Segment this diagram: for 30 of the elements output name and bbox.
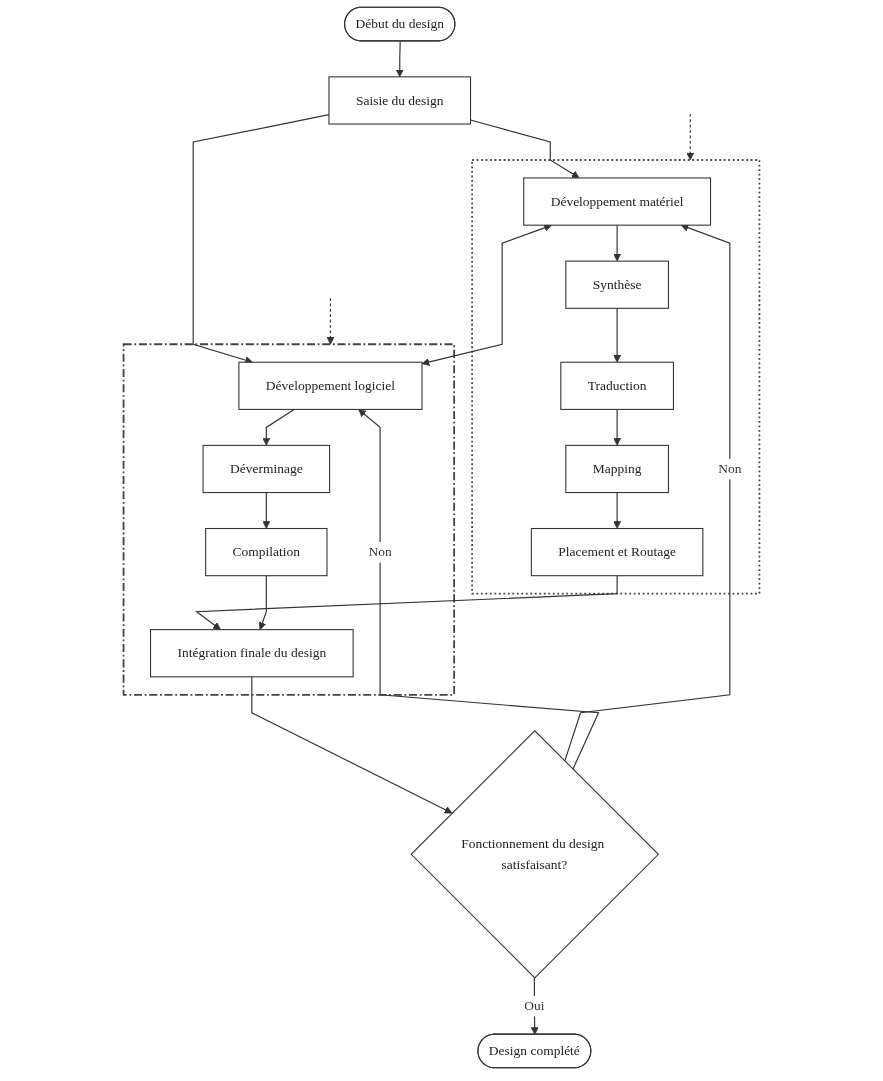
node-box: Synthèse — [565, 260, 669, 309]
arrow — [613, 491, 622, 529]
arrow — [326, 297, 335, 345]
node-diamond: Fonctionnement du design satisfaisant? — [410, 730, 660, 979]
node-box: Placement et Routage — [530, 527, 704, 577]
arrow — [613, 224, 622, 262]
cluster — [471, 159, 761, 595]
arrow — [251, 676, 453, 814]
edge-label: Non — [368, 544, 392, 560]
arrow — [421, 224, 552, 366]
node-box: Traduction — [560, 361, 674, 410]
node-box: Développement logiciel — [238, 361, 423, 410]
edge-label: Oui — [524, 998, 545, 1013]
node-box: Mapping — [565, 444, 669, 494]
cluster — [122, 343, 456, 696]
arrow — [395, 40, 404, 78]
arrow — [258, 575, 267, 630]
arrow — [686, 113, 695, 161]
arrow — [358, 409, 600, 770]
arrow — [262, 491, 271, 529]
node-box: Saisie du design — [328, 76, 472, 125]
node-box: Développement matériel — [523, 177, 712, 226]
arrow — [613, 408, 622, 446]
arrow — [613, 307, 622, 363]
edge-label: Non — [718, 461, 742, 476]
node-box: Compilation — [205, 527, 328, 577]
node-box: Intégration finale du design — [150, 629, 354, 678]
arrow — [195, 575, 618, 630]
node-box: Déverminage — [202, 444, 331, 494]
arrow — [262, 408, 295, 446]
